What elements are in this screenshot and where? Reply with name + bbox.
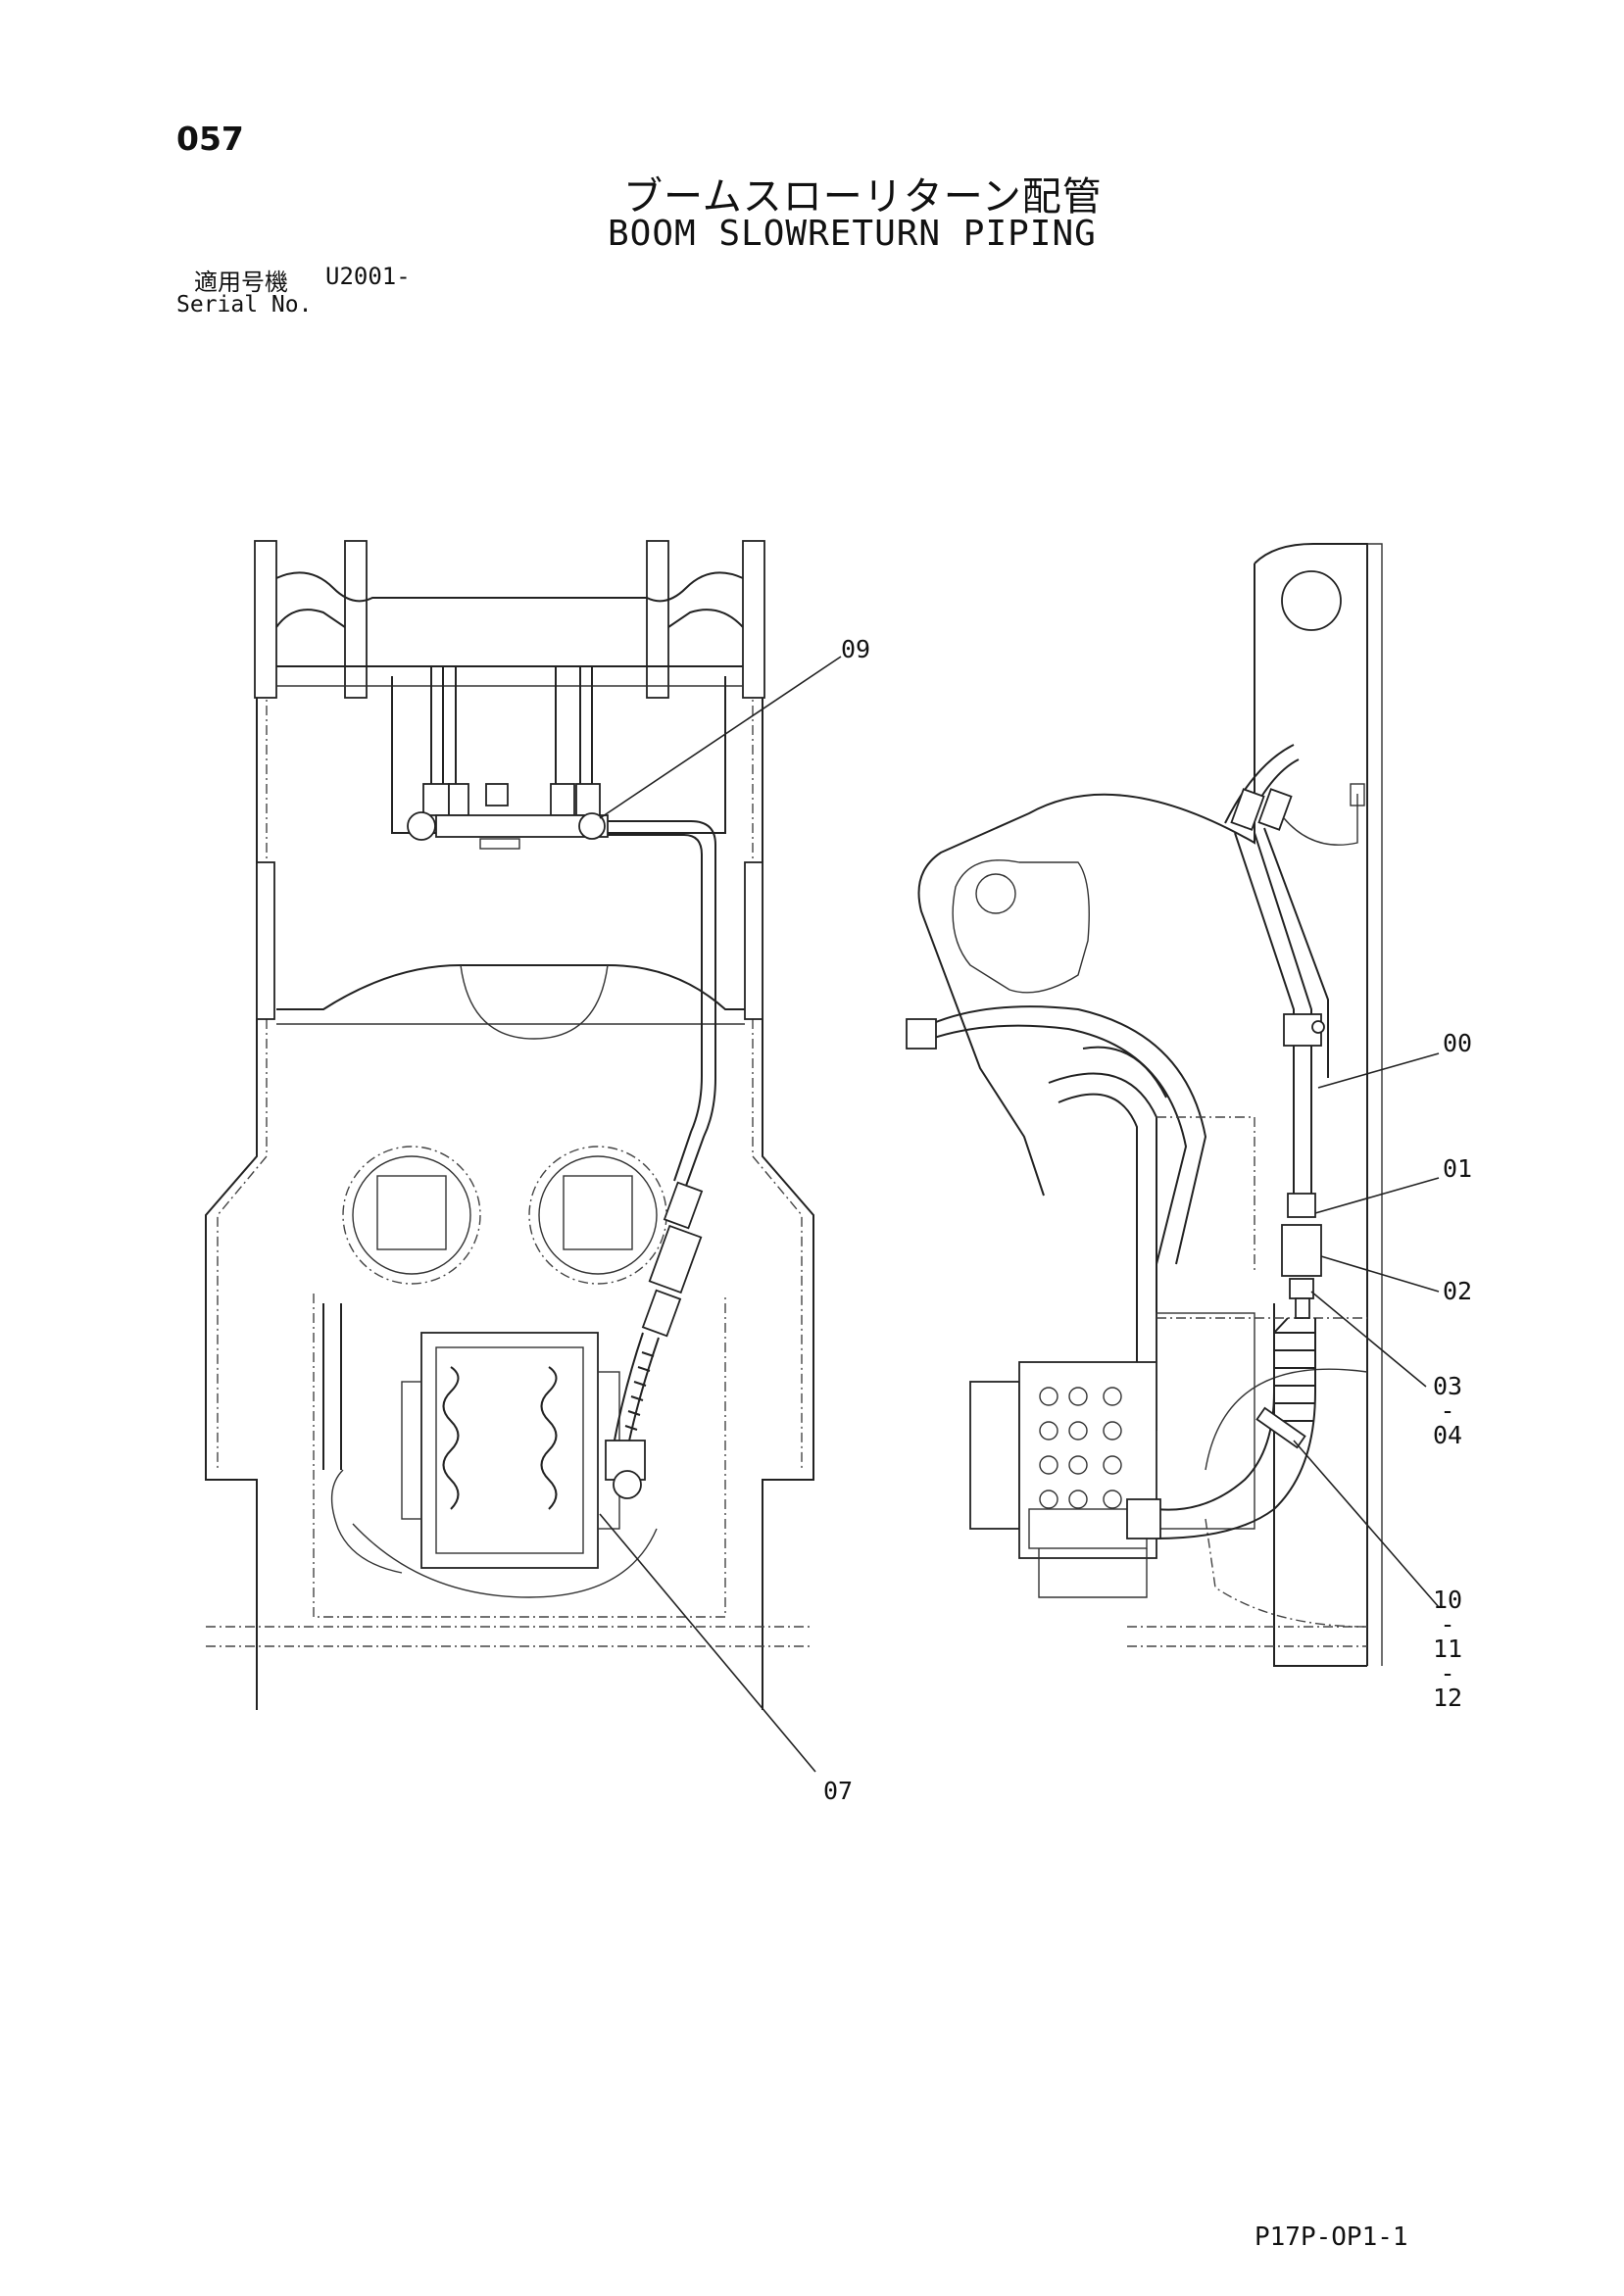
callout-11: 11	[1433, 1635, 1463, 1663]
document-code: P17P-OP1-1	[1255, 2223, 1408, 2252]
page-number: 057	[176, 120, 244, 158]
left-frame-view	[205, 540, 814, 1710]
callout-02: 02	[1443, 1277, 1473, 1305]
title-japanese: ブームスローリターン配管	[623, 174, 1103, 220]
callout-10-separator-2: -	[1440, 1659, 1455, 1687]
callout-10-separator-1: -	[1440, 1610, 1455, 1638]
leader-lines	[599, 656, 1440, 1773]
callout-03-separator: -	[1440, 1396, 1455, 1425]
left-view-piping	[407, 666, 716, 1499]
callout-09: 09	[841, 635, 871, 663]
callout-03-04: 03 - 04	[1433, 1374, 1462, 1447]
callout-10: 10	[1433, 1586, 1463, 1614]
title-english: BOOM SLOWRETURN PIPING	[608, 214, 1097, 254]
callout-00: 00	[1443, 1029, 1473, 1057]
serial-label-english: Serial No.	[176, 292, 313, 318]
callout-01: 01	[1443, 1154, 1473, 1183]
serial-label-japanese: 適用号機	[194, 269, 288, 296]
callout-04: 04	[1433, 1421, 1463, 1449]
callout-03: 03	[1433, 1372, 1463, 1400]
callout-12: 12	[1433, 1684, 1463, 1712]
callout-10-12: 10 - 11 - 12	[1433, 1588, 1462, 1710]
callout-07: 07	[823, 1777, 854, 1805]
right-view-piping	[1126, 744, 1365, 1539]
serial-value: U2001-	[325, 263, 411, 290]
